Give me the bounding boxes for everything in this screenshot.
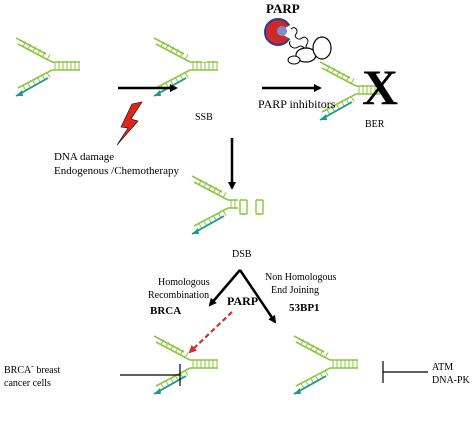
atm-label: ATM bbox=[432, 362, 454, 373]
dna-fork-dsb bbox=[191, 175, 238, 235]
ber-label: BER bbox=[365, 119, 385, 130]
dna-forks bbox=[15, 37, 384, 395]
hr-label-line2: Recombination bbox=[148, 290, 210, 301]
dsb-fragment bbox=[239, 208, 248, 215]
dsb-label: DSB bbox=[232, 249, 252, 260]
lightning-bolt-icon bbox=[116, 101, 143, 146]
dna-fork-intact bbox=[15, 37, 80, 97]
dna-damage-label: DNA damage bbox=[54, 151, 115, 163]
53bp1-label: 53BP1 bbox=[289, 302, 320, 314]
dna-fork-ber bbox=[319, 61, 384, 121]
hr-label-line1: Homologous bbox=[158, 277, 210, 288]
pathway-arrows bbox=[118, 84, 428, 386]
brca-cells-label-line1: BRCA- breast bbox=[4, 361, 61, 376]
dsb-fragment bbox=[255, 199, 264, 208]
parp-inhibitors-label: PARP inhibitors bbox=[258, 97, 336, 111]
brca-label: BRCA bbox=[150, 305, 182, 317]
dashed-arrow-parp-to-hr bbox=[188, 311, 233, 354]
ssb-label: SSB bbox=[195, 112, 213, 123]
parp-mid-label: PARP bbox=[227, 294, 259, 308]
block-x-mark: X bbox=[362, 59, 399, 115]
dna-fork-nhej bbox=[293, 335, 358, 395]
arrow-dsb-to-nhej bbox=[238, 269, 277, 324]
parp-top-label: PARP bbox=[266, 1, 300, 16]
endogenous-chemotherapy-label: Endogenous /Chemotherapy bbox=[54, 165, 179, 177]
parp-enzyme-icon bbox=[264, 18, 332, 65]
dsb-fragment bbox=[255, 208, 264, 215]
arrow-dsb-to-hr bbox=[208, 269, 241, 307]
nhej-label-line1: Non Homologous bbox=[265, 272, 337, 283]
nhej-label-line2: End Joining bbox=[271, 285, 320, 296]
brca-cells-label-line2: cancer cells bbox=[4, 378, 51, 389]
dna-fork-hr bbox=[153, 335, 218, 395]
dnapk-label: DNA-PK bbox=[432, 375, 470, 386]
dsb-fragment bbox=[239, 199, 248, 208]
inhibit-brca-cells bbox=[120, 364, 181, 386]
inhibit-atm-dnapk bbox=[382, 361, 428, 383]
dna-fork-ssb bbox=[153, 37, 218, 97]
